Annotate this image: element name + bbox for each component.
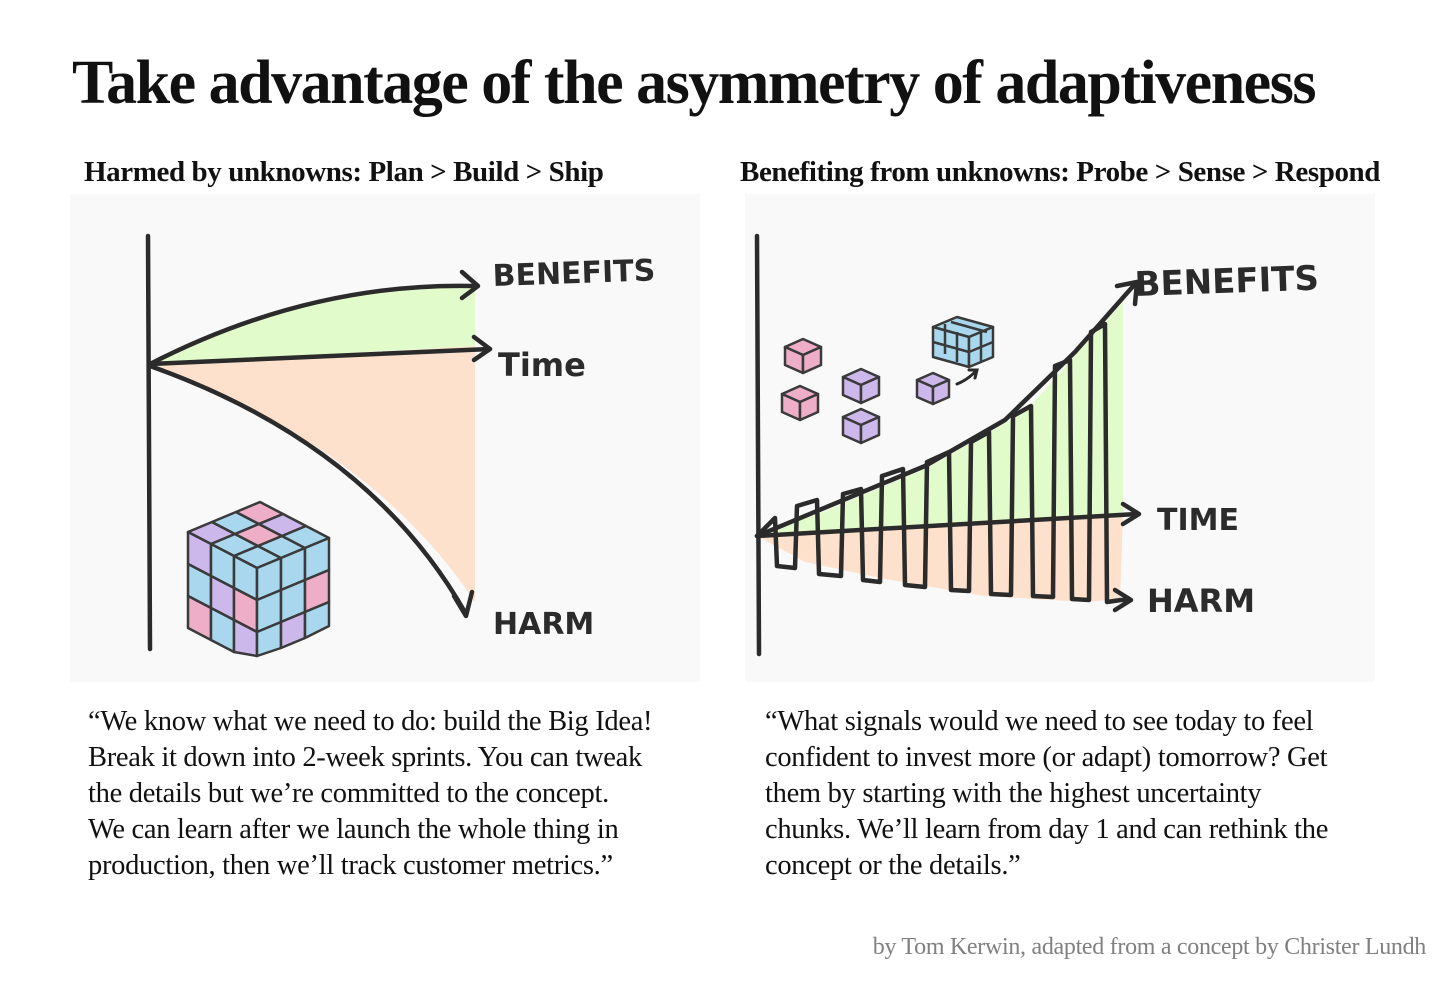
right-quote-line: “What signals would we need to see today… (765, 706, 1314, 737)
right-time-axis (754, 511, 1140, 539)
left-benefit-area (150, 285, 475, 364)
small-cube-icon (915, 371, 951, 406)
right-benefit-arrowhead (1114, 279, 1140, 307)
right-heading: Benefiting from unknowns: Probe > Sense … (740, 156, 1380, 188)
right-harm-label: HARM (1147, 582, 1255, 620)
left-harm-label: HARM (493, 607, 594, 642)
right-benefits-label: BENEFITS (1134, 259, 1320, 305)
left-benefit-curve (147, 283, 478, 367)
right-quote: “What signals would we need to see today… (765, 704, 1405, 884)
right-quote-line: chunks. We’ll learn from day 1 and can r… (765, 814, 1329, 845)
cube-right-face (255, 536, 331, 658)
left-harm-curve (147, 363, 469, 617)
left-time-arrowhead (471, 334, 493, 363)
left-diagram-svg: BENEFITS Time HARM (145, 233, 656, 658)
left-heading: Harmed by unknowns: Plan > Build > Ship (84, 156, 604, 188)
left-diagram: BENEFITS Time HARM (70, 194, 700, 682)
right-y-axis (754, 233, 762, 657)
right-quote-line: concept or the details.” (765, 850, 1021, 881)
small-cube-icon (841, 367, 881, 405)
cube-left-face (186, 530, 259, 658)
left-quote-line: “We know what we need to do: build the B… (88, 706, 653, 737)
right-quote-line: them by starting with the highest uncert… (765, 778, 1262, 809)
left-time-label: Time (498, 346, 586, 384)
small-cube-icon (841, 407, 881, 445)
right-time-label: TIME (1157, 503, 1239, 538)
left-quote-line: We can learn after we launch the whole t… (88, 814, 619, 845)
left-quote-line: production, then we’ll track customer me… (88, 850, 613, 881)
left-benefits-label: BENEFITS (492, 253, 656, 294)
left-quote-line: the details but we’re committed to the c… (88, 778, 609, 809)
small-cube-icon (783, 337, 823, 375)
right-harm-arrowhead (1112, 587, 1134, 613)
right-diagram: BENEFITS TIME HARM (745, 194, 1375, 682)
left-y-axis (145, 233, 153, 652)
credit-line: by Tom Kerwin, adapted from a concept by… (872, 934, 1427, 960)
rubiks-cube-icon (186, 500, 331, 658)
left-harm-area (150, 346, 475, 602)
left-quote: “We know what we need to do: build the B… (88, 704, 718, 884)
left-time-axis (147, 346, 493, 367)
cube-cluster-icon (931, 315, 995, 369)
small-cube-icon (780, 384, 820, 422)
right-probe-steps (754, 321, 1132, 605)
right-quote-line: confident to invest more (or adapt) tomo… (765, 742, 1328, 773)
right-time-arrowhead (1120, 501, 1142, 527)
left-quote-line: Break it down into 2-week sprints. You c… (88, 742, 642, 773)
left-harm-arrowhead (451, 589, 475, 619)
left-benefit-arrowhead (459, 269, 481, 301)
right-benefit-line (754, 281, 1138, 539)
page-title: Take advantage of the asymmetry of adapt… (72, 49, 1316, 117)
growth-arrow-icon (955, 368, 979, 386)
right-diagram-svg: BENEFITS TIME HARM (754, 233, 1320, 657)
